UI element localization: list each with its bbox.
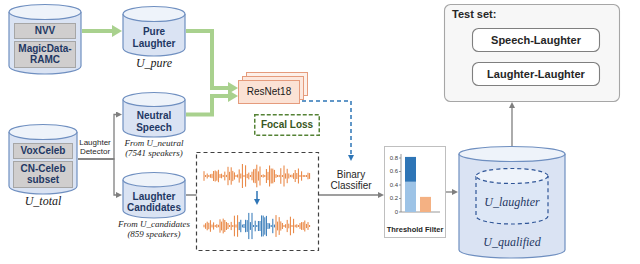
loss-label: Focal Loss bbox=[261, 119, 313, 131]
rounded-box bbox=[473, 63, 600, 86]
axis-tick-label: 0 bbox=[385, 209, 398, 215]
dashed-box bbox=[255, 115, 320, 136]
set-label: Laughter Candidates bbox=[124, 191, 184, 214]
speech-wave bbox=[204, 164, 310, 188]
flow-arrow bbox=[82, 29, 112, 33]
model-label: ResNet18 bbox=[247, 86, 291, 98]
rounded-box bbox=[473, 29, 600, 52]
node-body: Pure Laughter bbox=[122, 6, 186, 56]
axis-tick bbox=[399, 185, 401, 186]
dataset-cylinder: Pure LaughterU_pure bbox=[122, 6, 186, 71]
waveform bbox=[204, 164, 310, 188]
cylinder-top bbox=[123, 93, 185, 107]
panel-label: Laughter-Laughter bbox=[487, 68, 585, 81]
cylinder-body bbox=[9, 12, 81, 74]
score-bar bbox=[420, 197, 431, 212]
panel-label: Speech-Laughter bbox=[491, 34, 581, 47]
test-pair-box: Speech-Laughter bbox=[472, 28, 600, 52]
flow-arrow bbox=[78, 115, 116, 160]
set-label: Pure Laughter bbox=[125, 26, 183, 49]
flow-arrow bbox=[186, 96, 228, 115]
node-body: Neutral Speech bbox=[122, 92, 186, 137]
model-block: ResNet18 bbox=[238, 80, 300, 104]
chart-axis bbox=[401, 154, 440, 212]
rounded-box bbox=[445, 5, 620, 102]
axis-tick bbox=[399, 198, 401, 199]
cylinder-top bbox=[476, 169, 548, 184]
panel-label: Test set: bbox=[452, 8, 496, 21]
score-bar bbox=[405, 182, 416, 212]
subset-cylinder: U_laughter bbox=[475, 168, 549, 224]
panel-frame bbox=[385, 147, 446, 238]
dataset-name: MagicData-RAMC bbox=[14, 41, 76, 68]
axis-tick bbox=[399, 212, 401, 213]
cylinder-top bbox=[9, 5, 81, 20]
laughter-wave bbox=[239, 213, 274, 239]
test-set-panel: Test set: Speech-LaughterLaughter-Laughte… bbox=[444, 4, 620, 102]
dataset-name: CN-Celeb subset bbox=[13, 161, 73, 188]
test-pair-box: Laughter-Laughter bbox=[472, 62, 600, 86]
cylinder-top bbox=[459, 147, 565, 162]
node-body: NVV MagicData-RAMC bbox=[8, 4, 82, 74]
flow-arrow bbox=[446, 191, 452, 192]
edge-label: Binary Classifier bbox=[320, 169, 382, 191]
axis-tick bbox=[399, 171, 401, 172]
cylinder-body bbox=[459, 154, 565, 258]
node-body: Laughter-Laughter bbox=[472, 62, 600, 86]
flow-arrow bbox=[511, 108, 512, 146]
node-body: Test set: bbox=[444, 4, 620, 102]
axis-tick-label: 0.2 bbox=[385, 195, 398, 201]
dataset-cylinder: NVV MagicData-RAMC bbox=[8, 4, 82, 74]
set-symbol: U_laughter bbox=[484, 196, 539, 210]
dataset-cylinder: Neutral SpeechFrom U_neutral (7541 speak… bbox=[122, 92, 186, 159]
node-body: Laughter Candidates bbox=[122, 172, 186, 218]
node-body: Speech-Laughter bbox=[472, 28, 600, 52]
axis-tick-label: 0.8 bbox=[385, 155, 398, 161]
score-bar bbox=[405, 157, 416, 182]
dataset-cylinder: VoxCelebCN-Celeb subsetU_total bbox=[8, 124, 78, 209]
dataset-cylinder: Laughter CandidatesFrom U_candidates (85… bbox=[122, 172, 186, 240]
cylinder-top bbox=[123, 7, 185, 22]
node-body: U_laughter bbox=[475, 168, 549, 224]
set-symbol: U_pure bbox=[113, 57, 195, 71]
node-body: Focal Loss bbox=[254, 114, 320, 136]
axis-tick bbox=[399, 158, 401, 159]
edge-label: Laughter Detector bbox=[78, 139, 112, 157]
dashed-frame bbox=[197, 153, 319, 251]
set-cylinder: U_qualified U_laughter bbox=[458, 146, 566, 258]
down-arrow bbox=[256, 191, 258, 199]
cylinder-top bbox=[9, 125, 77, 140]
speaker-note: From U_neutral (7541 speakers) bbox=[113, 138, 195, 159]
axis-tick-label: 0.6 bbox=[385, 168, 398, 174]
set-label: Neutral Speech bbox=[125, 110, 183, 133]
cylinder-body bbox=[9, 132, 77, 194]
node-body: ResNet18 bbox=[238, 80, 300, 104]
flow-arrow bbox=[186, 31, 228, 88]
node-body: VoxCelebCN-Celeb subset bbox=[8, 124, 78, 194]
loss-box: Focal Loss bbox=[254, 114, 320, 136]
cylinder-top bbox=[123, 173, 185, 187]
dataset-name: NVV bbox=[14, 23, 76, 39]
layer-block bbox=[239, 81, 300, 104]
set-symbol: U_total bbox=[0, 195, 87, 209]
filter-label: Threshold Filter bbox=[387, 226, 444, 235]
speaker-note: From U_candidates (859 speakers) bbox=[113, 219, 195, 240]
axis-tick-label: 0.4 bbox=[385, 182, 398, 188]
set-symbol: U_qualified bbox=[483, 236, 540, 250]
dataset-name: VoxCeleb bbox=[13, 143, 73, 159]
flow-arrow bbox=[78, 159, 116, 195]
waveform bbox=[204, 213, 310, 239]
